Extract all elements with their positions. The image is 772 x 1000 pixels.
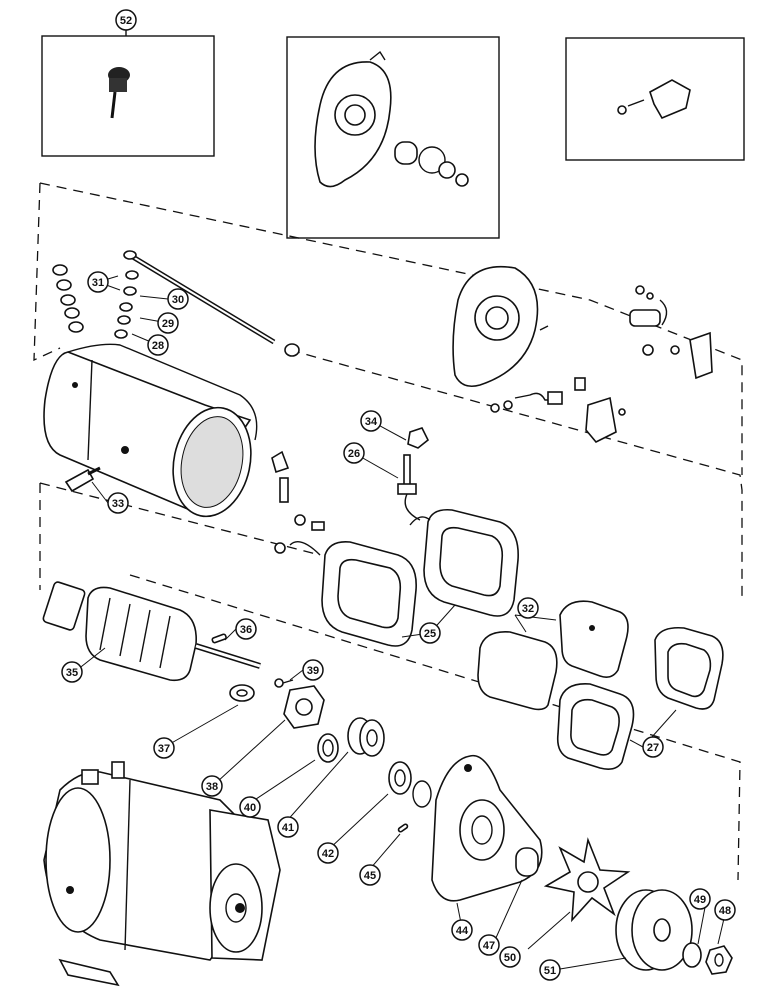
armature bbox=[42, 581, 261, 682]
field-frame-housing bbox=[43, 343, 258, 518]
pole-shoe-back bbox=[559, 600, 629, 678]
callout-40: 40 bbox=[239, 796, 261, 818]
commutator-end-frame bbox=[452, 266, 549, 388]
callout-34: 34 bbox=[360, 410, 382, 432]
svg-text:42: 42 bbox=[322, 848, 334, 860]
bearing-seal bbox=[317, 733, 339, 763]
field-coil-left bbox=[274, 540, 417, 647]
svg-text:49: 49 bbox=[694, 894, 706, 906]
armature-screw bbox=[274, 678, 294, 688]
callout-49: 49 bbox=[689, 888, 711, 910]
pulley-nut bbox=[705, 945, 733, 975]
callout-45: 45 bbox=[359, 864, 381, 886]
callout-36: 36 bbox=[235, 618, 257, 640]
brush-holder-hardware bbox=[490, 285, 713, 443]
ball-bearing bbox=[347, 717, 385, 757]
svg-text:28: 28 bbox=[152, 340, 164, 352]
svg-text:37: 37 bbox=[158, 743, 170, 755]
svg-text:52: 52 bbox=[120, 15, 132, 27]
svg-text:48: 48 bbox=[719, 905, 731, 917]
inset-box-terminal bbox=[565, 37, 745, 161]
callout-35: 35 bbox=[61, 661, 83, 683]
callout-48: 48 bbox=[714, 899, 736, 921]
svg-text:47: 47 bbox=[483, 940, 495, 952]
pole-shoe-screw bbox=[64, 466, 101, 493]
callout-31: 31 bbox=[87, 271, 109, 293]
field-coil-right bbox=[409, 508, 519, 617]
svg-text:41: 41 bbox=[282, 822, 294, 834]
callout-51: 51 bbox=[539, 959, 561, 981]
callout-39: 39 bbox=[302, 659, 324, 681]
svg-text:27: 27 bbox=[647, 742, 659, 754]
svg-text:25: 25 bbox=[424, 628, 436, 640]
lock-washer bbox=[682, 942, 702, 968]
bearing-retainer-plate bbox=[283, 685, 325, 729]
field-insulator-front bbox=[556, 683, 635, 770]
through-bolt bbox=[123, 250, 276, 345]
callout-33: 33 bbox=[107, 492, 129, 514]
svg-text:29: 29 bbox=[162, 318, 174, 330]
dashed-group-field-frame bbox=[33, 182, 743, 600]
woodruff-key bbox=[397, 823, 409, 833]
callout-41: 41 bbox=[277, 816, 299, 838]
callout-44: 44 bbox=[451, 919, 473, 941]
callout-38: 38 bbox=[201, 775, 223, 797]
svg-text:31: 31 bbox=[92, 277, 104, 289]
svg-text:35: 35 bbox=[66, 667, 78, 679]
callout-30: 30 bbox=[167, 288, 189, 310]
armature-key bbox=[211, 633, 227, 644]
callout-29: 29 bbox=[157, 312, 179, 334]
field-insulator-back bbox=[654, 626, 724, 710]
drive-end-frame bbox=[431, 754, 543, 902]
callout-28: 28 bbox=[147, 334, 169, 356]
cooling-fan bbox=[543, 837, 631, 923]
assembled-generator bbox=[43, 761, 281, 987]
spacer-collar bbox=[515, 847, 539, 877]
thrust-washer bbox=[229, 684, 255, 702]
terminal-nut bbox=[407, 427, 430, 449]
svg-text:45: 45 bbox=[364, 870, 376, 882]
svg-text:38: 38 bbox=[206, 781, 218, 793]
drive-pulley bbox=[615, 889, 693, 971]
svg-text:33: 33 bbox=[112, 498, 124, 510]
hardware-stack-left bbox=[52, 264, 300, 357]
callout-25: 25 bbox=[419, 622, 441, 644]
svg-text:30: 30 bbox=[172, 294, 184, 306]
field-terminal-hardware bbox=[271, 450, 325, 531]
svg-text:39: 39 bbox=[307, 665, 319, 677]
callout-32: 32 bbox=[517, 597, 539, 619]
callout-47: 47 bbox=[478, 934, 500, 956]
svg-text:44: 44 bbox=[456, 925, 469, 937]
svg-text:50: 50 bbox=[504, 952, 516, 964]
svg-text:40: 40 bbox=[244, 802, 256, 814]
callout-26: 26 bbox=[343, 442, 365, 464]
dashed-group-armature bbox=[39, 482, 741, 881]
callout-52: 52 bbox=[115, 9, 137, 31]
callout-27: 27 bbox=[642, 736, 664, 758]
svg-text:36: 36 bbox=[240, 624, 252, 636]
snap-ring bbox=[412, 780, 432, 808]
terminal-stud bbox=[397, 454, 421, 521]
inset-box-brush bbox=[41, 30, 215, 157]
inset-box-end-frame bbox=[286, 36, 500, 239]
dashed-group-upper bbox=[39, 182, 743, 475]
svg-text:34: 34 bbox=[365, 416, 378, 428]
svg-text:51: 51 bbox=[544, 965, 556, 977]
svg-text:26: 26 bbox=[348, 448, 360, 460]
svg-text:32: 32 bbox=[522, 603, 534, 615]
callout-37: 37 bbox=[153, 737, 175, 759]
pole-shoe-front bbox=[477, 631, 558, 711]
callout-50: 50 bbox=[499, 946, 521, 968]
bearing-retainer-ring bbox=[388, 761, 412, 795]
callout-42: 42 bbox=[317, 842, 339, 864]
